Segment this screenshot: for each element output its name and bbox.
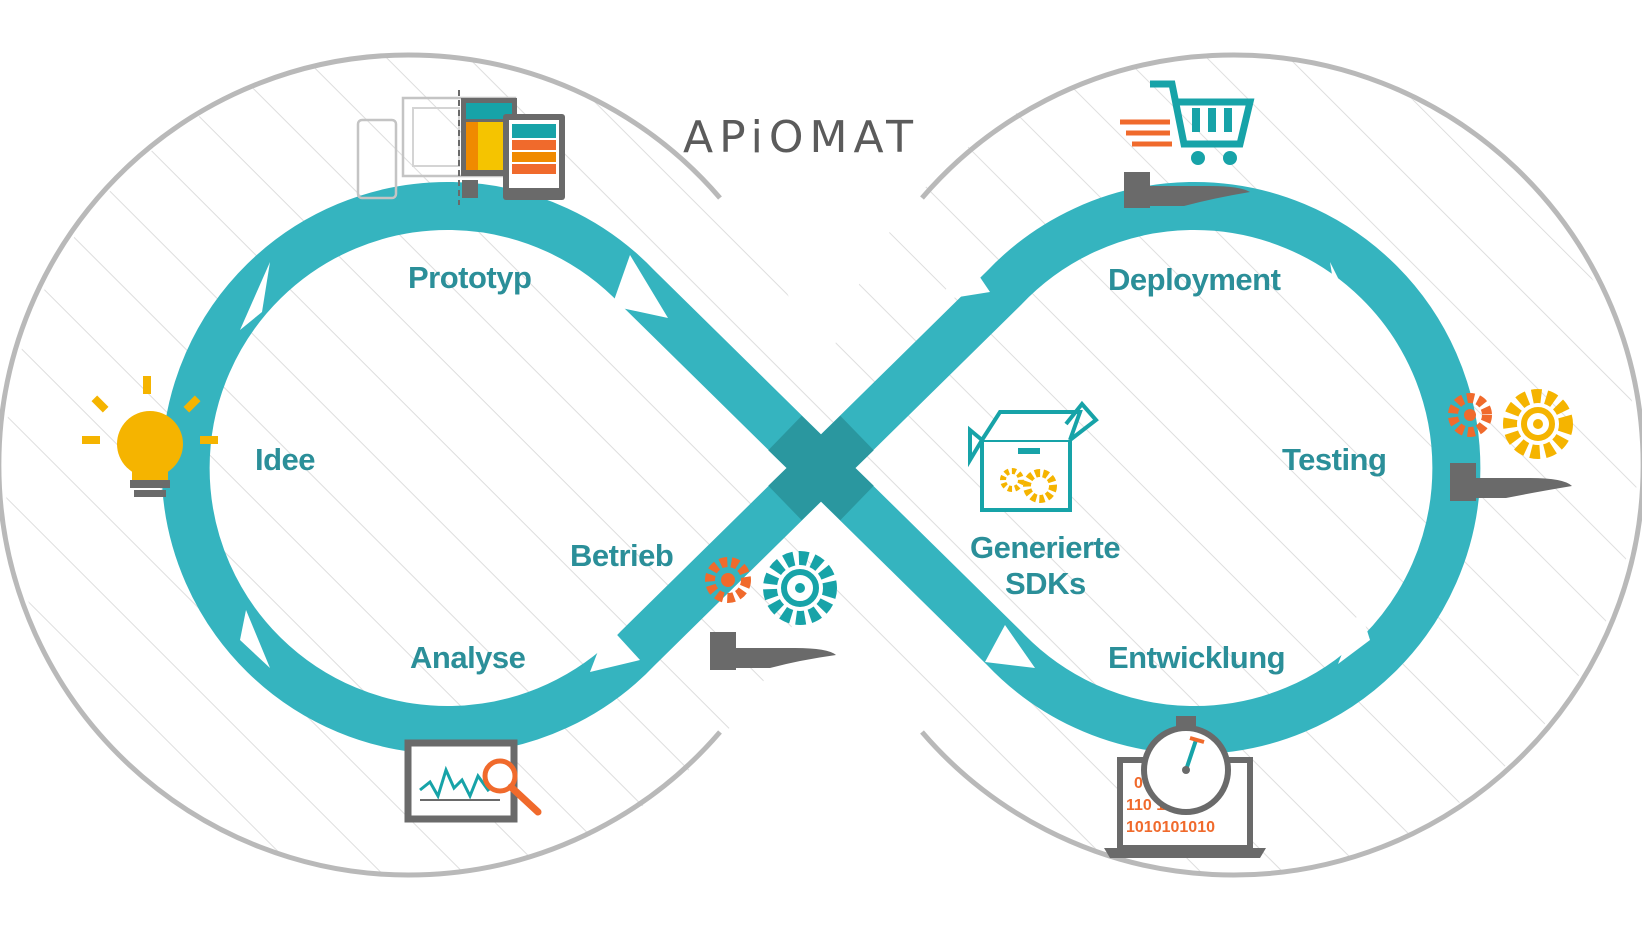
label-testing: Testing [1282, 442, 1386, 477]
chart-magnifier-icon [404, 739, 542, 823]
arrow-chevron-analyse [240, 610, 270, 668]
apiomat-logo: APiOMAT [683, 112, 919, 163]
label-generierte-sdks-line1: Generierte [970, 530, 1120, 565]
devices-wireframe-icon [356, 90, 565, 205]
label-entwicklung: Entwicklung [1108, 640, 1285, 675]
code-line-3: 1010101010 [1126, 819, 1215, 836]
label-deployment: Deployment [1108, 262, 1281, 297]
arrow-chevron-entwicklung [1338, 608, 1370, 664]
arrow-chevron-betrieb [590, 625, 640, 672]
testing-gears-on-hand-icon [1448, 389, 1573, 501]
shopping-cart-on-hand-icon [1120, 80, 1255, 208]
gears-on-hand-icon [705, 551, 837, 670]
lightbulb-icon [82, 376, 218, 497]
label-prototyp: Prototyp [408, 260, 531, 295]
box-with-gears-icon [968, 400, 1099, 512]
infinity-loop [161, 182, 1481, 754]
arrow-chevron-prototyp [612, 255, 668, 318]
label-generierte-sdks-line2: SDKs [1005, 566, 1086, 601]
arrow-chevron-deployment [940, 255, 990, 300]
arrow-chevron-generierte [985, 625, 1035, 668]
label-betrieb: Betrieb [570, 538, 673, 573]
label-analyse: Analyse [410, 640, 526, 675]
arrow-chevron-testing [1330, 262, 1360, 322]
svg-text:APiOMAT: APiOMAT [683, 112, 919, 163]
label-idee: Idee [255, 442, 315, 477]
laptop-stopwatch-icon: 0 10 110 100 1010101010 [1104, 716, 1266, 858]
arrow-chevron-idee [240, 262, 270, 330]
